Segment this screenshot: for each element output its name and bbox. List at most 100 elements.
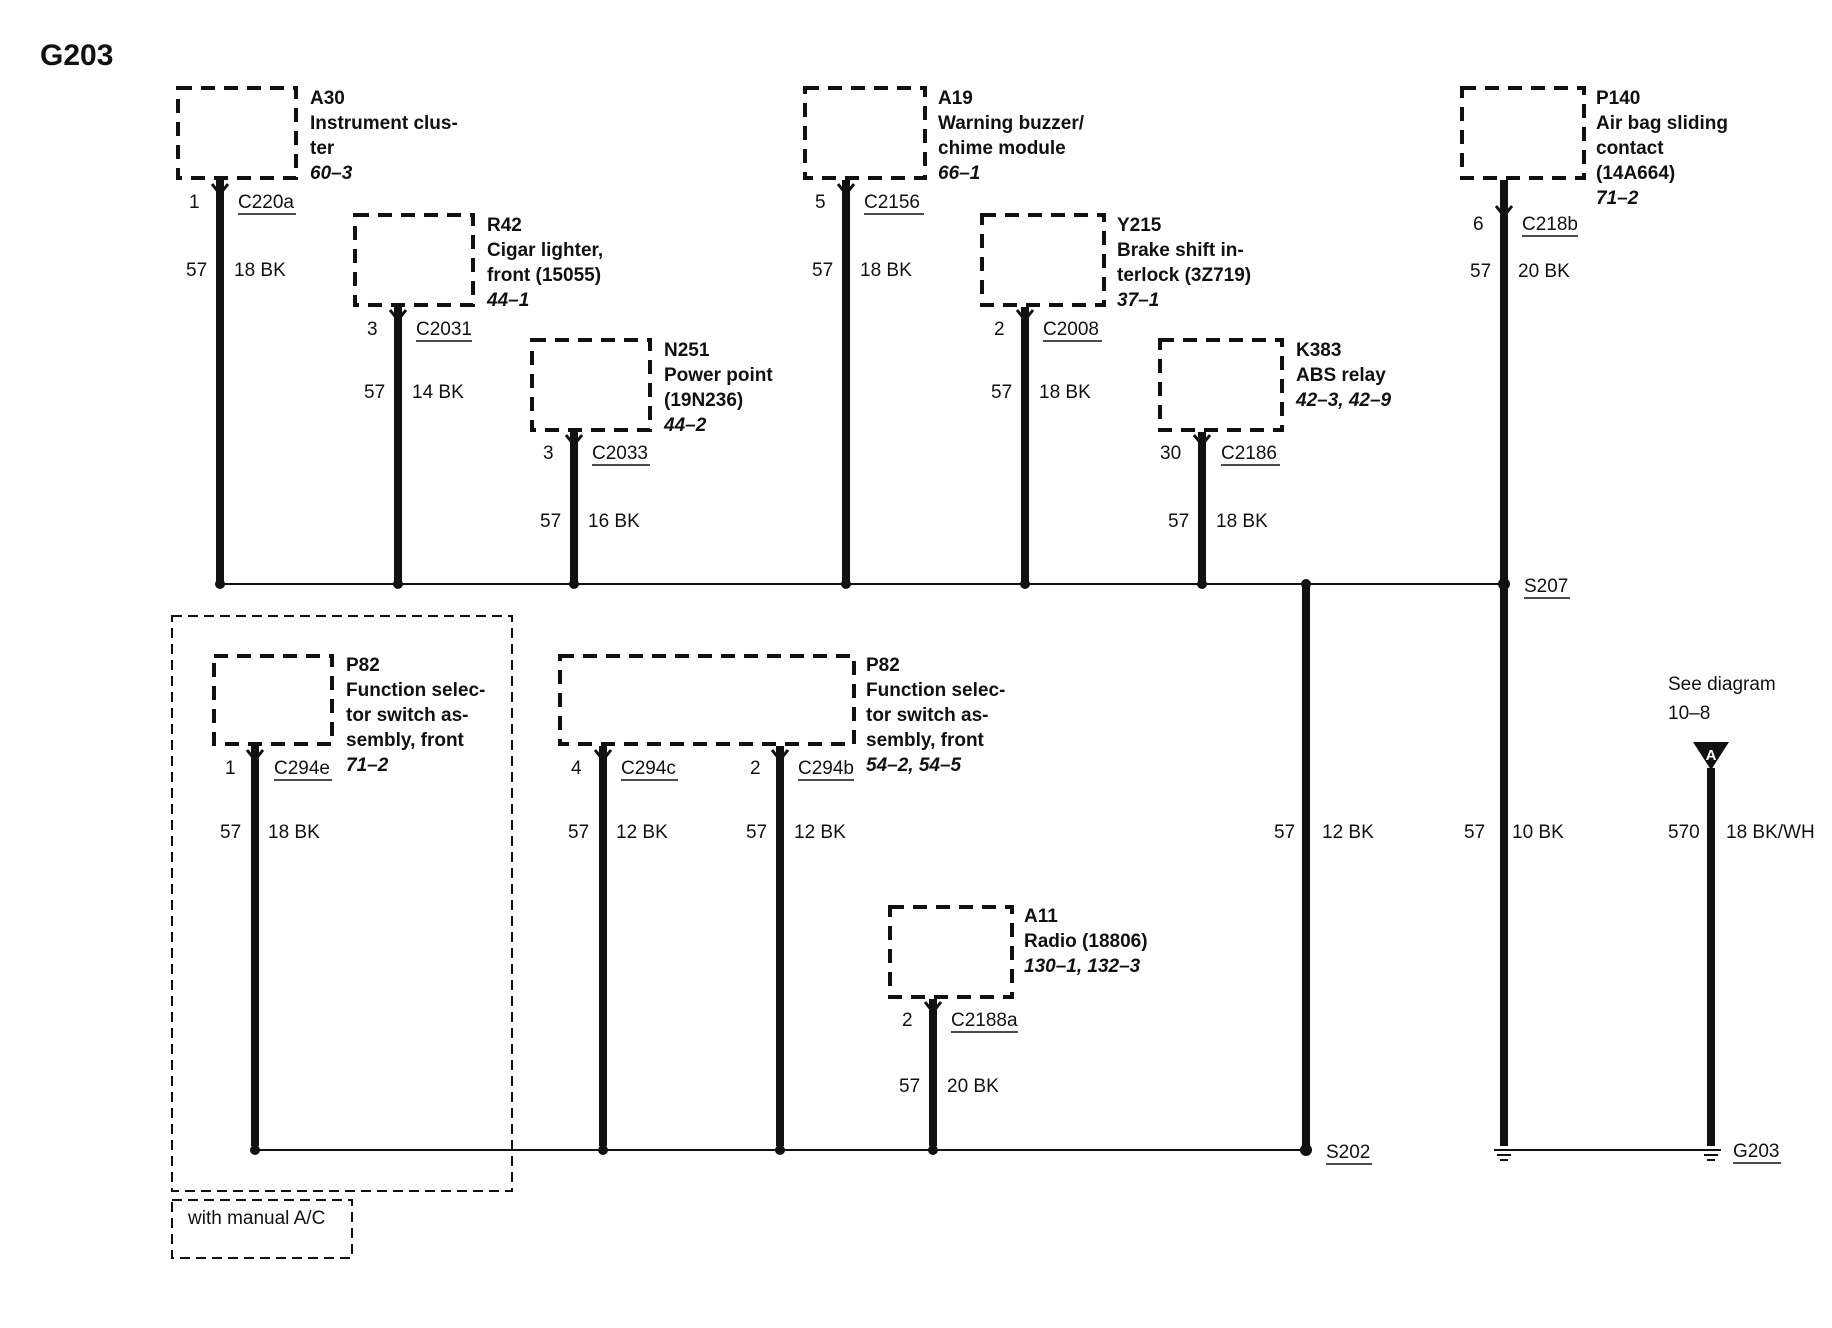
component-box-p140 xyxy=(1460,86,1586,180)
component-box-r42 xyxy=(353,213,475,307)
component-box-a19 xyxy=(803,86,927,180)
circuit-number: 57 xyxy=(991,382,1012,403)
wire-spec: 12 BK xyxy=(616,822,668,843)
component-id: P82 xyxy=(866,655,900,676)
component-id: A11 xyxy=(1024,906,1058,927)
connector-arrow-icon xyxy=(564,434,584,448)
component-name: Warning buzzer/ xyxy=(938,113,1085,134)
component-p140: P140 Air bag sliding contact (14A664) 71… xyxy=(1460,86,1728,1146)
pin-number: 2 xyxy=(902,1010,913,1031)
component-name: Radio (18806) xyxy=(1024,931,1148,952)
connector-arrow-icon xyxy=(1192,434,1212,448)
circuit-number: 57 xyxy=(568,822,589,843)
diagram-title: G203 xyxy=(40,39,113,72)
junction-dot xyxy=(250,1145,260,1155)
component-name: ABS relay xyxy=(1296,365,1386,386)
component-id: R42 xyxy=(487,215,522,236)
circuit-number: 57 xyxy=(1464,822,1485,843)
junction-dot xyxy=(928,1145,938,1155)
wire-spec: 14 BK xyxy=(412,382,464,403)
component-name: contact xyxy=(1596,138,1664,159)
component-name: Power point xyxy=(664,365,773,386)
connector-id: C220a xyxy=(238,192,294,213)
pin-number: 30 xyxy=(1160,443,1181,464)
circuit-number: 57 xyxy=(186,260,207,281)
junction-dot xyxy=(841,579,851,589)
circuit-number: 57 xyxy=(899,1076,920,1097)
wire-spec: 18 BK xyxy=(1216,511,1268,532)
connector-arrow-icon xyxy=(210,183,230,197)
component-id: A19 xyxy=(938,88,973,109)
wire-spec: 18 BK xyxy=(1039,382,1091,403)
pin-number: 4 xyxy=(571,758,582,779)
component-n251: N251 Power point (19N236) 44–2 3 C2033 5… xyxy=(530,338,773,589)
component-box-y215 xyxy=(980,213,1106,307)
pin-number: 1 xyxy=(189,192,200,213)
wire-spec: 18 BK xyxy=(234,260,286,281)
off-page-marker: A xyxy=(1706,747,1717,764)
pin-number: 6 xyxy=(1473,214,1484,235)
component-id: A30 xyxy=(310,88,345,109)
connector-id: C2008 xyxy=(1043,319,1099,340)
pin-number: 2 xyxy=(750,758,761,779)
wire-spec: 20 BK xyxy=(1518,261,1570,282)
wire-spec: 16 BK xyxy=(588,511,640,532)
splice-s202-dot xyxy=(1300,1144,1312,1156)
connector-id: C2156 xyxy=(864,192,920,213)
circuit-number: 57 xyxy=(220,822,241,843)
splice-s207-label: S207 xyxy=(1524,576,1568,597)
component-name: Brake shift in- xyxy=(1117,240,1244,261)
ground-label: G203 xyxy=(1733,1141,1779,1162)
splice-s202-label: S202 xyxy=(1326,1142,1370,1163)
circuit-number: 57 xyxy=(364,382,385,403)
wire-spec: 18 BK xyxy=(860,260,912,281)
component-id: Y215 xyxy=(1117,215,1162,236)
component-box-a11 xyxy=(888,905,1014,999)
connector-arrow-icon xyxy=(593,749,613,763)
component-id: P82 xyxy=(346,655,380,676)
connector-id: C218b xyxy=(1522,214,1578,235)
circuit-number: 57 xyxy=(1168,511,1189,532)
wire-spec: 12 BK xyxy=(1322,822,1374,843)
ground-icon xyxy=(1701,1149,1721,1161)
wire-spec: 10 BK xyxy=(1512,822,1564,843)
component-ref: 71–2 xyxy=(346,755,389,776)
component-a11: A11 Radio (18806) 130–1, 132–3 2 C2188a … xyxy=(888,905,1148,1155)
component-name: Air bag sliding xyxy=(1596,113,1728,134)
circuit-number: 57 xyxy=(1274,822,1295,843)
connector-arrow-icon xyxy=(388,309,408,323)
component-name: tor switch as- xyxy=(346,705,468,726)
option-note: with manual A/C xyxy=(187,1208,325,1229)
pin-number: 5 xyxy=(815,192,826,213)
component-name: front (15055) xyxy=(487,265,601,286)
component-box-p82-mid xyxy=(558,654,856,746)
component-name: Function selec- xyxy=(866,680,1005,701)
connector-id: C294c xyxy=(621,758,676,779)
component-ref: 37–1 xyxy=(1117,290,1159,311)
connector-arrow-icon xyxy=(836,183,856,197)
connector-id: C294b xyxy=(798,758,854,779)
component-box-n251 xyxy=(530,338,652,432)
see-diagram-text: See diagram xyxy=(1668,674,1776,695)
junction-dot xyxy=(1301,579,1311,589)
component-id: N251 xyxy=(664,340,710,361)
component-ref: 44–1 xyxy=(486,290,529,311)
component-name: terlock (3Z719) xyxy=(1117,265,1251,286)
circuit-number: 57 xyxy=(812,260,833,281)
circuit-number: 57 xyxy=(746,822,767,843)
component-box-a30 xyxy=(176,86,298,180)
junction-dot xyxy=(393,579,403,589)
component-r42: R42 Cigar lighter, front (15055) 44–1 3 … xyxy=(353,213,603,589)
component-ref: 71–2 xyxy=(1596,188,1639,209)
pin-number: 3 xyxy=(367,319,378,340)
splice-s207-dot xyxy=(1498,578,1510,590)
connector-id: C2033 xyxy=(592,443,648,464)
component-id: K383 xyxy=(1296,340,1341,361)
component-y215: Y215 Brake shift in- terlock (3Z719) 37–… xyxy=(980,213,1251,589)
junction-dot xyxy=(569,579,579,589)
component-k383: K383 ABS relay 42–3, 42–9 30 C2186 57 18… xyxy=(1158,338,1392,589)
wire-spec: 18 BK/WH xyxy=(1726,822,1815,843)
component-name: (19N236) xyxy=(664,390,743,411)
wire-spec: 18 BK xyxy=(268,822,320,843)
component-name: (14A664) xyxy=(1596,163,1675,184)
